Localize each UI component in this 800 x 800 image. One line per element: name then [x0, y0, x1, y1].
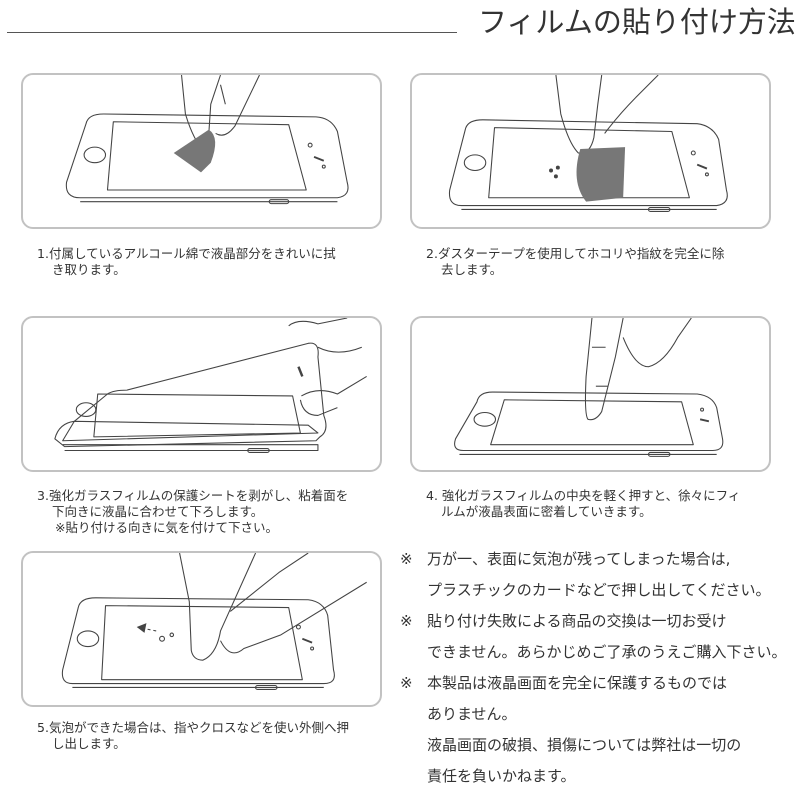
bubble-push-illustration — [61, 553, 367, 690]
note-2-line-1: ※ 貼り付け失敗による商品の交換は一切お受け — [400, 608, 800, 639]
arrow-left-icon — [136, 623, 147, 633]
glass-film — [54, 342, 327, 448]
step-1-caption: 1.付属しているアルコール綿で液晶部分をきれいに拭 き取ります。 — [37, 246, 336, 277]
step-2-caption: 2.ダスターテープを使用してホコリや指紋を完全に除 去します。 — [426, 246, 725, 277]
phone-body — [61, 597, 335, 685]
phone-screen — [490, 399, 694, 446]
dust-tape-illustration — [448, 75, 728, 212]
step-2-illustration — [410, 73, 771, 229]
note-3-line-2: ありません。 — [427, 705, 517, 723]
step-4-caption: 4. 強化ガラスフィルムの中央を軽く押すと、徐々にフィ ルムが液晶表面に密着して… — [426, 488, 741, 519]
finger-press-illustration — [454, 318, 724, 457]
film-lowering-illustration — [54, 318, 367, 453]
phone-body — [65, 113, 349, 199]
note-1-line-2: プラスチックのカードなどで押し出してください。 — [427, 581, 771, 599]
phone-screen — [101, 605, 303, 681]
step-1-illustration — [21, 73, 382, 229]
note-3-line-1: ※ 本製品は液晶画面を完全に保護するものでは — [400, 670, 800, 701]
alcohol-pad — [173, 129, 216, 173]
step-5-illustration — [21, 551, 382, 707]
step-5-caption: 5.気泡ができた場合は、指やクロスなどを使い外側へ押 し出します。 — [37, 720, 349, 751]
step-3-caption: 3.強化ガラスフィルムの保護シートを剥がし、粘着面を 下向きに液晶に合わせて下ろ… — [37, 488, 349, 535]
note-mark-icon: ※ — [400, 674, 413, 692]
note-mark-icon: ※ — [400, 550, 413, 568]
phone-screen — [106, 121, 307, 191]
page-title: フィルムの貼り付け方法 — [478, 5, 796, 39]
header-divider — [7, 32, 457, 33]
note-2-line-2: できません。あらかじめご了承のうえご購入下さい。 — [427, 643, 787, 661]
phone-body — [454, 391, 724, 452]
note-1-line-1: ※ 万が一、表面に気泡が残ってしまった場合は, — [400, 546, 800, 577]
note-mark-icon: ※ — [400, 612, 413, 630]
step-3-illustration — [21, 316, 382, 472]
step-4-illustration — [410, 316, 771, 472]
phone-screen — [93, 393, 301, 438]
phone-screen — [488, 127, 690, 199]
phone-wipe-illustration — [65, 75, 349, 205]
note-3-line-3: 液晶画面の破損、損傷については弊社は一切の — [427, 736, 742, 754]
notes-section: ※ 万が一、表面に気泡が残ってしまった場合は, プラスチックのカードなどで押し出… — [400, 546, 800, 794]
phone-body — [448, 119, 728, 207]
note-3-line-4: 責任を負いかねます。 — [427, 767, 576, 785]
dust-tape — [576, 147, 626, 202]
